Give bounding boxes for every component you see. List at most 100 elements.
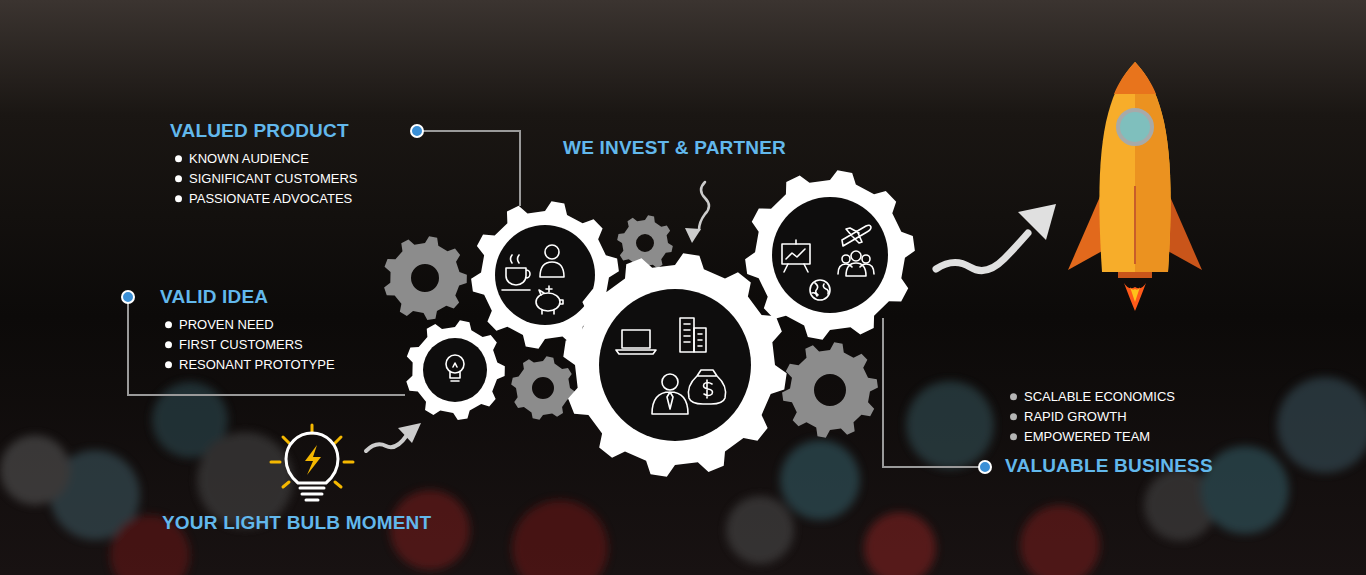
section-heading: VALID IDEA <box>160 286 268 309</box>
illustration-part <box>810 280 830 300</box>
gear-icons <box>446 225 874 414</box>
illustration-part <box>883 318 979 467</box>
grey-gear <box>782 342 878 438</box>
illustration-part <box>784 240 808 272</box>
illustration-part <box>1068 192 1104 270</box>
illustration-part <box>1124 283 1146 311</box>
illustration-part <box>512 500 608 575</box>
bullet-dot <box>1010 434 1017 441</box>
illustration-part <box>862 255 870 263</box>
section-heading: VALUED PRODUCT <box>170 120 349 143</box>
illustration-part <box>616 350 656 354</box>
illustration-part <box>536 293 560 311</box>
illustration-part <box>864 512 936 575</box>
illustration-part <box>699 182 709 230</box>
illustration-part <box>502 255 530 290</box>
illustration-part <box>1099 62 1170 272</box>
illustration-part <box>936 233 1028 271</box>
illustration-part <box>726 496 794 564</box>
illustration-part <box>1277 377 1366 473</box>
illustration-part <box>1166 192 1202 270</box>
bullet-item: PROVEN NEED <box>179 317 274 333</box>
bullet-dot <box>165 322 172 329</box>
illustration-part <box>1020 505 1100 575</box>
section-heading: WE INVEST & PARTNER <box>563 137 786 160</box>
illustration-part <box>979 461 991 473</box>
illustration-part <box>680 318 694 352</box>
illustration-part <box>652 392 688 414</box>
illustration-part <box>1134 186 1136 264</box>
white-gear <box>745 170 915 339</box>
bullet-dot <box>165 342 172 349</box>
illustration-part <box>685 228 701 243</box>
rocket <box>1068 62 1202 311</box>
illustration-part <box>366 435 407 451</box>
illustration-part <box>684 324 702 346</box>
illustration-part <box>1114 62 1156 94</box>
illustration-part <box>812 283 828 296</box>
gears <box>384 170 915 476</box>
bullet-item: RESONANT PROTOTYPE <box>179 357 335 373</box>
illustration-part <box>780 440 860 520</box>
illustration-part <box>271 425 353 487</box>
white-gear <box>406 320 505 420</box>
bullet-item: SIGNIFICANT CUSTOMERS <box>189 171 358 187</box>
illustration-part <box>1018 204 1056 240</box>
bullet-item: KNOWN AUDIENCE <box>189 151 309 167</box>
illustration-part <box>842 225 871 246</box>
illustration-part <box>622 330 650 348</box>
gear-center <box>495 225 595 325</box>
illustration-part <box>704 380 713 398</box>
bullet-item: PASSIONATE ADVOCATES <box>189 191 352 207</box>
illustration-part <box>0 435 70 505</box>
illustration-part <box>305 445 321 475</box>
illustration-part <box>539 286 563 314</box>
bullet-dot <box>175 176 182 183</box>
illustration-part <box>122 291 134 303</box>
leader-lines <box>128 131 979 467</box>
illustration-part <box>411 125 423 137</box>
illustration-part <box>128 303 405 395</box>
illustration-part <box>423 131 520 206</box>
leader-dots <box>122 125 991 473</box>
bullet-item: SCALABLE ECONOMICS <box>1024 389 1175 405</box>
grey-gear <box>384 236 467 320</box>
bullet-dot <box>165 362 172 369</box>
bullet-item: FIRST CUSTOMERS <box>179 337 303 353</box>
illustration-part <box>906 381 994 469</box>
gear-center <box>423 338 487 402</box>
illustration-part <box>1118 110 1152 144</box>
grey-gear <box>511 356 575 420</box>
illustration-part <box>1201 446 1289 534</box>
illustration-part <box>286 433 338 483</box>
illustration-part <box>1118 272 1152 278</box>
illustration-part <box>540 262 564 277</box>
section-heading: YOUR LIGHT BULB MOMENT <box>162 512 431 535</box>
bullet-item: EMPOWERED TEAM <box>1024 429 1150 445</box>
bullet-dot <box>1010 414 1017 421</box>
illustration-part <box>271 425 353 487</box>
illustration-part <box>1130 287 1140 302</box>
bullet-item: RAPID GROWTH <box>1024 409 1127 425</box>
illustration-part <box>300 488 324 500</box>
illustration-part <box>688 370 725 404</box>
illustration-part <box>398 423 421 443</box>
gear-center <box>772 197 888 313</box>
illustration-part <box>842 255 850 263</box>
illustration-part <box>545 245 559 259</box>
bullet-dot <box>175 156 182 163</box>
illustration-part <box>662 374 678 390</box>
illustration-part <box>838 263 874 276</box>
bullet-dot <box>1010 394 1017 401</box>
bullet-dot <box>175 196 182 203</box>
illustration-part <box>851 251 861 261</box>
illustration-part <box>782 244 810 264</box>
section-heading: VALUABLE BUSINESS <box>1005 455 1213 478</box>
gear-center <box>599 289 751 441</box>
light-bulb <box>271 425 353 500</box>
white-gear <box>563 253 786 476</box>
arrows <box>366 182 1056 451</box>
illustration-part <box>450 363 460 381</box>
